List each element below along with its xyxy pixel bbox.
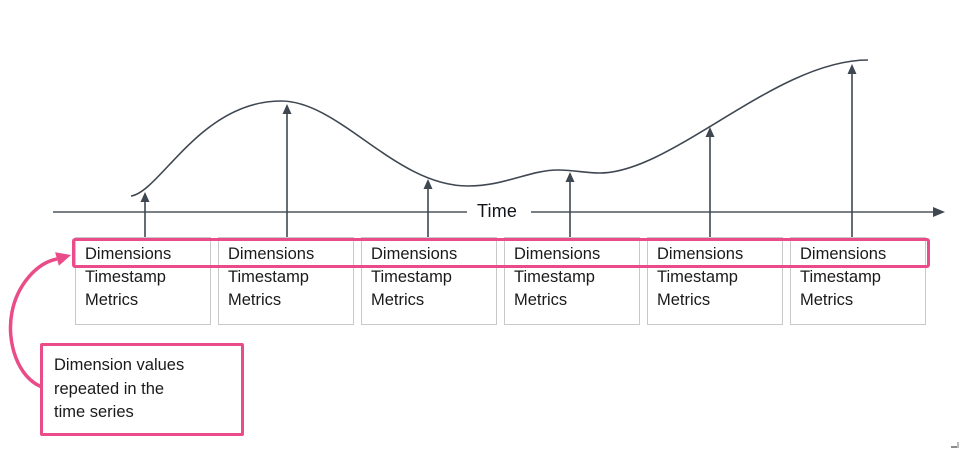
sample-arrow <box>705 127 715 237</box>
callout-line: Dimension values <box>54 356 185 374</box>
record-field-timestamp: Timestamp <box>228 268 309 286</box>
sample-arrow <box>282 104 292 237</box>
dimensions-highlight-band <box>72 238 930 268</box>
sample-arrow <box>565 172 575 237</box>
callout-line: repeated in the <box>54 379 165 398</box>
record-field-timestamp: Timestamp <box>371 268 452 286</box>
record-box: Dimensions Timestamp Metrics <box>790 237 926 325</box>
record-field-dimensions: Dimensions <box>657 245 744 263</box>
time-axis-arrowhead <box>933 207 945 217</box>
callout-box: Dimension values repeated in the time se… <box>40 343 244 436</box>
sample-arrow <box>847 64 857 237</box>
record-box: Dimensions Timestamp Metrics <box>75 237 211 325</box>
record-field-metrics: Metrics <box>800 291 854 309</box>
record-box: Dimensions Timestamp Metrics <box>361 237 497 325</box>
time-series-curve <box>130 59 869 197</box>
record-field-timestamp: Timestamp <box>800 268 881 286</box>
record-box: Dimensions Timestamp Metrics <box>218 237 354 325</box>
record-field-timestamp: Timestamp <box>514 268 595 286</box>
record-field-timestamp: Timestamp <box>85 268 166 286</box>
sample-arrow <box>423 179 433 237</box>
record-field-dimensions: Dimensions <box>371 245 458 263</box>
record-field-metrics: Metrics <box>657 291 711 309</box>
cropped-edge-artifact <box>950 442 960 449</box>
record-row: Dimensions Timestamp Metrics Dimensions … <box>75 237 926 325</box>
record-field-dimensions: Dimensions <box>800 245 887 263</box>
callout-line: time series <box>54 403 134 421</box>
record-box: Dimensions Timestamp Metrics <box>647 237 783 325</box>
record-field-dimensions: Dimensions <box>85 245 172 263</box>
callout-arrowhead <box>55 252 71 266</box>
record-field-metrics: Metrics <box>228 291 282 309</box>
record-field-dimensions: Dimensions <box>514 245 601 263</box>
record-field-timestamp: Timestamp <box>657 268 738 286</box>
record-field-metrics: Metrics <box>85 291 139 309</box>
record-field-dimensions: Dimensions <box>228 245 315 263</box>
record-field-metrics: Metrics <box>371 291 425 309</box>
sample-arrow <box>140 192 150 237</box>
record-field-metrics: Metrics <box>514 291 568 309</box>
record-box: Dimensions Timestamp Metrics <box>504 237 640 325</box>
time-axis-label: Time <box>477 201 518 221</box>
